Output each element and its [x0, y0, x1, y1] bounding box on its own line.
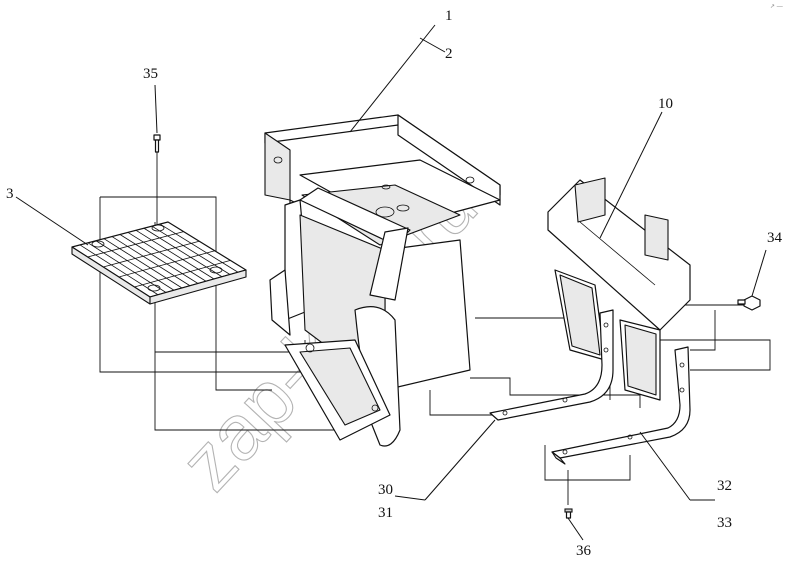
callout-1: 1: [445, 8, 453, 24]
bolt-part-34: [737, 295, 761, 311]
callout-34: 34: [767, 230, 783, 246]
grid-slat: [151, 225, 231, 275]
callout-labels: 1 2 3 10 30 31 32 33 34 35 36: [6, 8, 783, 559]
frame-bracket-part-10: [547, 177, 691, 401]
grid-slat: [135, 229, 215, 280]
explosion-lines: [99, 150, 771, 505]
callout-3: 3: [6, 186, 14, 202]
cabinet-body: [269, 199, 471, 447]
grid-crossbar: [103, 240, 200, 268]
grid-slat: [87, 242, 167, 293]
callout-10: 10: [658, 96, 673, 112]
grid-crossbar: [118, 250, 215, 278]
grid-slat: [103, 238, 183, 289]
callout-2: 2: [445, 46, 453, 62]
grid-slat: [143, 227, 223, 278]
callout-30: 30: [378, 482, 393, 498]
grid-crossbar: [134, 260, 231, 288]
grid-tray-part-3: [71, 221, 247, 305]
grid-slat: [127, 232, 207, 282]
grid-crossbar: [87, 231, 184, 258]
upper-housing-part-1: [264, 114, 501, 246]
curved-rail-part-30: [489, 309, 614, 421]
leader-lines: [15, 24, 767, 541]
screw-part-36: [564, 508, 573, 519]
grid-slat: [159, 223, 239, 273]
curved-rail-part-32: [551, 346, 691, 465]
bolt-part-35: [153, 134, 161, 153]
callout-33: 33: [717, 515, 732, 531]
grid-slat: [111, 236, 191, 287]
callout-32: 32: [717, 478, 732, 494]
callout-36: 36: [576, 543, 592, 559]
grid-slat: [79, 244, 159, 296]
grid-slat: [95, 240, 175, 291]
corner-mark: ↗ —: [770, 4, 783, 10]
callout-31: 31: [378, 505, 393, 521]
grid-slat: [119, 234, 199, 284]
callout-35: 35: [143, 66, 158, 82]
